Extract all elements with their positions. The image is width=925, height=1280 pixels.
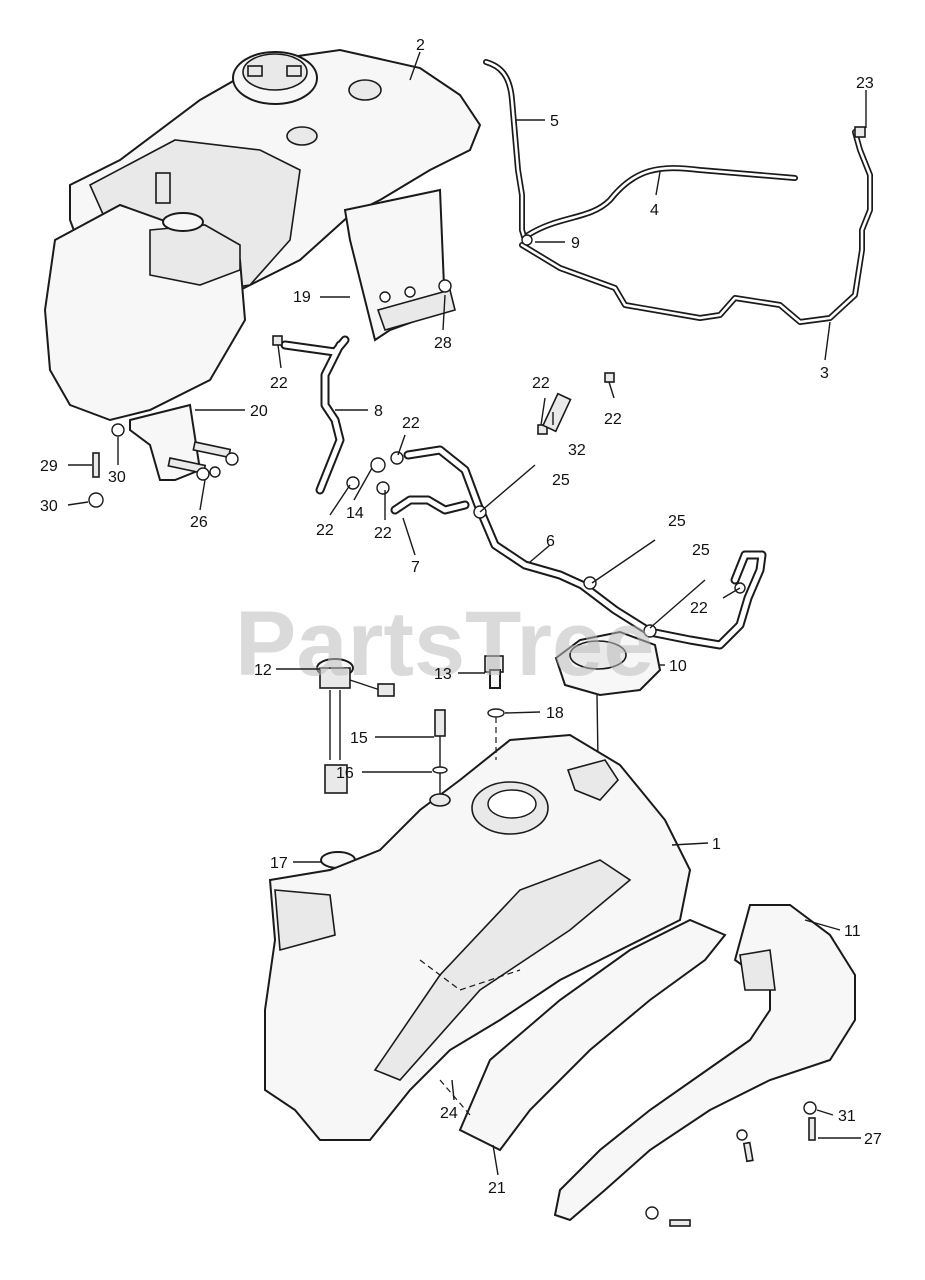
hose-fittings xyxy=(346,372,746,638)
callout-25-c: 25 xyxy=(692,542,710,559)
fuel-cap-10 xyxy=(554,630,662,761)
callout-5: 5 xyxy=(550,113,559,130)
callout-22-f: 22 xyxy=(374,525,392,542)
callout-19: 19 xyxy=(293,289,311,306)
callout-2: 2 xyxy=(416,37,425,54)
callout-22-a: 22 xyxy=(270,375,288,392)
side-panel-21 xyxy=(458,918,727,1152)
fuel-hose-8 xyxy=(272,335,350,495)
callout-14: 14 xyxy=(346,505,364,522)
callout-25-b: 25 xyxy=(668,513,686,530)
fuel-line-4 xyxy=(525,165,798,238)
callout-22-d: 22 xyxy=(402,415,420,432)
callout-11: 11 xyxy=(844,923,861,940)
fuel-hose-6 xyxy=(403,445,767,650)
callout-labels: 2 5 23 4 9 19 28 3 22 22 22 20 8 22 32 2… xyxy=(40,37,882,1197)
callout-6: 6 xyxy=(546,533,555,550)
callout-17: 17 xyxy=(270,855,288,872)
callout-12: 12 xyxy=(254,662,272,679)
callout-20: 20 xyxy=(250,403,268,420)
callout-22-c: 22 xyxy=(604,411,622,428)
callout-3: 3 xyxy=(820,365,829,382)
callout-29: 29 xyxy=(40,458,58,475)
sender-unit-12 xyxy=(316,658,395,794)
callout-16: 16 xyxy=(336,765,354,782)
callout-25-a: 25 xyxy=(552,472,570,489)
callout-1: 1 xyxy=(712,836,721,853)
callout-32: 32 xyxy=(568,442,586,459)
callout-leaders xyxy=(67,51,867,1176)
fuel-tank-1 xyxy=(264,717,692,1141)
callout-7: 7 xyxy=(411,559,420,576)
fuel-hose-7 xyxy=(390,495,470,515)
fuel-pickup-15-16 xyxy=(432,709,448,800)
upper-tank-assembly xyxy=(43,48,482,508)
callout-30-b: 30 xyxy=(40,498,58,515)
callout-15: 15 xyxy=(350,730,368,747)
callout-22-g: 22 xyxy=(690,600,708,617)
fuel-line-5 xyxy=(483,59,528,243)
callout-27: 27 xyxy=(864,1131,882,1148)
callout-26: 26 xyxy=(190,514,208,531)
callout-4: 4 xyxy=(650,202,659,219)
fender-panel-11 xyxy=(553,904,856,1227)
callout-21: 21 xyxy=(488,1180,506,1197)
callout-30-a: 30 xyxy=(108,469,126,486)
vent-13 xyxy=(484,655,504,689)
callout-10: 10 xyxy=(669,658,687,675)
callout-22-b: 22 xyxy=(532,375,550,392)
grommet-18 xyxy=(487,708,505,718)
callout-13: 13 xyxy=(434,666,452,683)
callout-23: 23 xyxy=(856,75,874,92)
callout-31: 31 xyxy=(838,1108,856,1125)
watermark: PartsTree xyxy=(235,593,654,695)
callout-9: 9 xyxy=(571,235,580,252)
callout-8: 8 xyxy=(374,403,383,420)
callout-24: 24 xyxy=(440,1105,458,1122)
fuel-line-3 xyxy=(519,126,873,325)
callout-18: 18 xyxy=(546,705,564,722)
callout-22-e: 22 xyxy=(316,522,334,539)
callout-28: 28 xyxy=(434,335,452,352)
